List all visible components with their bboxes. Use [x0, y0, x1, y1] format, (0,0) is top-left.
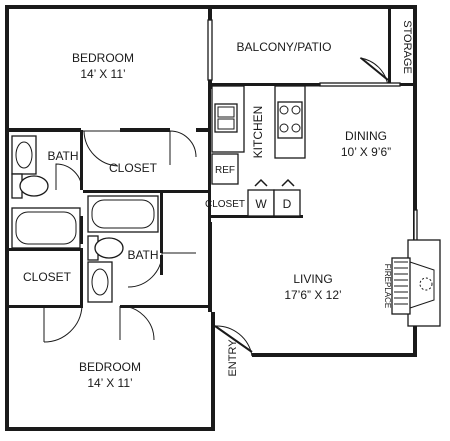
- label-dryer: D: [283, 197, 292, 211]
- wall-center-bottom: [211, 312, 215, 431]
- door-bath-top: [82, 130, 120, 167]
- door-closet-top: [55, 163, 83, 191]
- label-dining: DINING: [345, 129, 387, 143]
- label-living-size: 17’6” X 12’: [284, 288, 341, 302]
- wall-bath-top-right: [80, 130, 83, 190]
- labels: BEDROOM 14’ X 11’ BALCONY/PATIO STORAGE …: [23, 20, 413, 390]
- label-fireplace: FIREPLACE: [383, 264, 392, 308]
- wall-bedroom-top-bottom-c: [196, 128, 208, 132]
- sliding-door: [207, 19, 213, 81]
- wall-right-storage: [413, 5, 417, 85]
- refrigerator: [211, 153, 239, 185]
- wall-bedroom-top-bottom-a: [9, 128, 81, 132]
- door-bath-bottom: [127, 252, 196, 288]
- label-bedroom-top-size: 14’ X 11’: [80, 67, 125, 81]
- wall-bedroom-top-bottom-b: [120, 128, 170, 132]
- label-living: LIVING: [293, 272, 332, 286]
- fireplace-hearth: [407, 239, 441, 327]
- door-closet-left: [43, 305, 83, 343]
- fixtures: [11, 85, 441, 327]
- walls: [5, 5, 417, 431]
- wall-bottom-left: [5, 427, 215, 431]
- dryer: [273, 189, 301, 217]
- wall-closet-left-right: [80, 251, 83, 308]
- wall-bath-top-right-2: [80, 216, 83, 244]
- wall-storage-left: [388, 9, 391, 85]
- wall-closet-bottom: [9, 305, 83, 308]
- label-bedroom-top: BEDROOM: [72, 51, 134, 65]
- door-bedroom-top: [169, 130, 197, 165]
- wall-bottom-living: [252, 353, 417, 357]
- label-entry: ENTRY: [227, 339, 239, 377]
- label-bedroom-bottom: BEDROOM: [79, 360, 141, 374]
- wall-top-right: [210, 5, 417, 9]
- label-kitchen: KITCHEN: [251, 106, 265, 159]
- wall-balcony-bottom: [212, 83, 413, 86]
- wall-center-mid: [208, 222, 212, 312]
- label-bath-bottom: BATH: [127, 248, 158, 262]
- label-bath-top: BATH: [47, 149, 78, 163]
- tub-bottom-bath: [87, 195, 159, 233]
- door-storage: [355, 57, 389, 87]
- label-closet-top: CLOSET: [109, 161, 158, 175]
- wall-left-outer: [5, 5, 9, 431]
- label-balcony: BALCONY/PATIO: [237, 40, 332, 54]
- wall-top-left: [5, 5, 210, 9]
- label-washer: W: [255, 197, 267, 211]
- label-bedroom-bottom-size: 14’ X 11’: [87, 376, 132, 390]
- wall-bath-mid-right: [160, 193, 163, 253]
- label-ref: REF: [215, 165, 235, 176]
- label-dining-size: 10’ X 9’6”: [341, 145, 391, 159]
- wall-closet-top-bottom: [83, 190, 208, 193]
- wall-bath-bottom-right: [160, 255, 163, 275]
- label-closet-hall: CLOSET: [205, 199, 245, 210]
- label-storage: STORAGE: [401, 20, 413, 74]
- sliding-door-dining: [319, 82, 401, 87]
- wall-kitchen-left: [208, 86, 211, 222]
- tub-top-bath: [11, 207, 81, 249]
- kitchen-sink: [214, 103, 238, 133]
- label-closet-left: CLOSET: [23, 270, 72, 284]
- door-bedroom-bottom: [119, 305, 155, 341]
- wall-bath-mid-left: [9, 248, 83, 251]
- wall-bath-bottom-bottom: [120, 305, 212, 308]
